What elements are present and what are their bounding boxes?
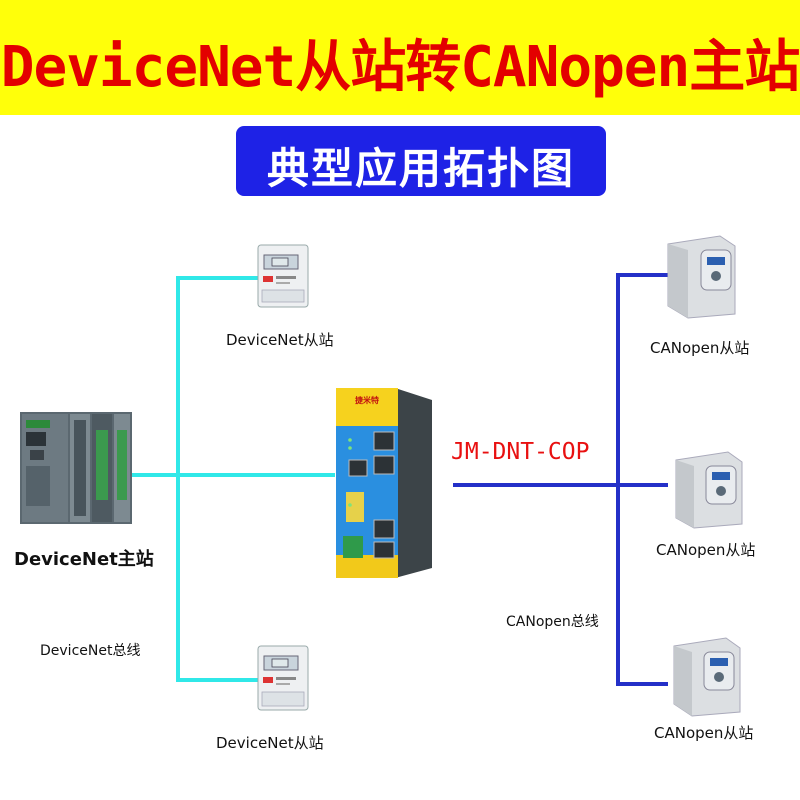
canopen-slave-2-device: [675, 451, 743, 529]
gateway-device: [336, 388, 432, 578]
canopen-slave-3-device: [673, 637, 741, 717]
canopen-bus-lines: [453, 273, 668, 686]
plc-master-device: [20, 412, 132, 524]
gateway-model-label: JM-DNT-COP: [451, 439, 590, 465]
devicenet-slave-top-label: DeviceNet从站: [226, 331, 334, 349]
subtitle: 典型应用拓扑图: [266, 144, 575, 193]
canopen-bus-label: CANopen总线: [506, 614, 599, 630]
canopen-slave-1-label: CANopen从站: [650, 339, 750, 357]
canopen-slave-1-device: [667, 235, 736, 319]
devicenet-slave-bottom-device: [257, 645, 309, 711]
devicenet-slave-top-device: [257, 244, 309, 308]
canopen-slave-2-label: CANopen从站: [656, 541, 756, 559]
gateway-brand-text: 捷米特: [355, 395, 379, 405]
subtitle-box: 典型应用拓扑图: [236, 126, 606, 196]
devicenet-slave-bottom-label: DeviceNet从站: [216, 734, 324, 752]
devicenet-master-label: DeviceNet主站: [14, 549, 154, 570]
devicenet-bus-lines: [132, 276, 335, 682]
page-title: DeviceNet从站转CANopen主站: [0, 35, 800, 100]
header-banner: DeviceNet从站转CANopen主站: [0, 0, 800, 115]
devicenet-bus-label: DeviceNet总线: [40, 643, 141, 659]
canopen-slave-3-label: CANopen从站: [654, 724, 754, 742]
